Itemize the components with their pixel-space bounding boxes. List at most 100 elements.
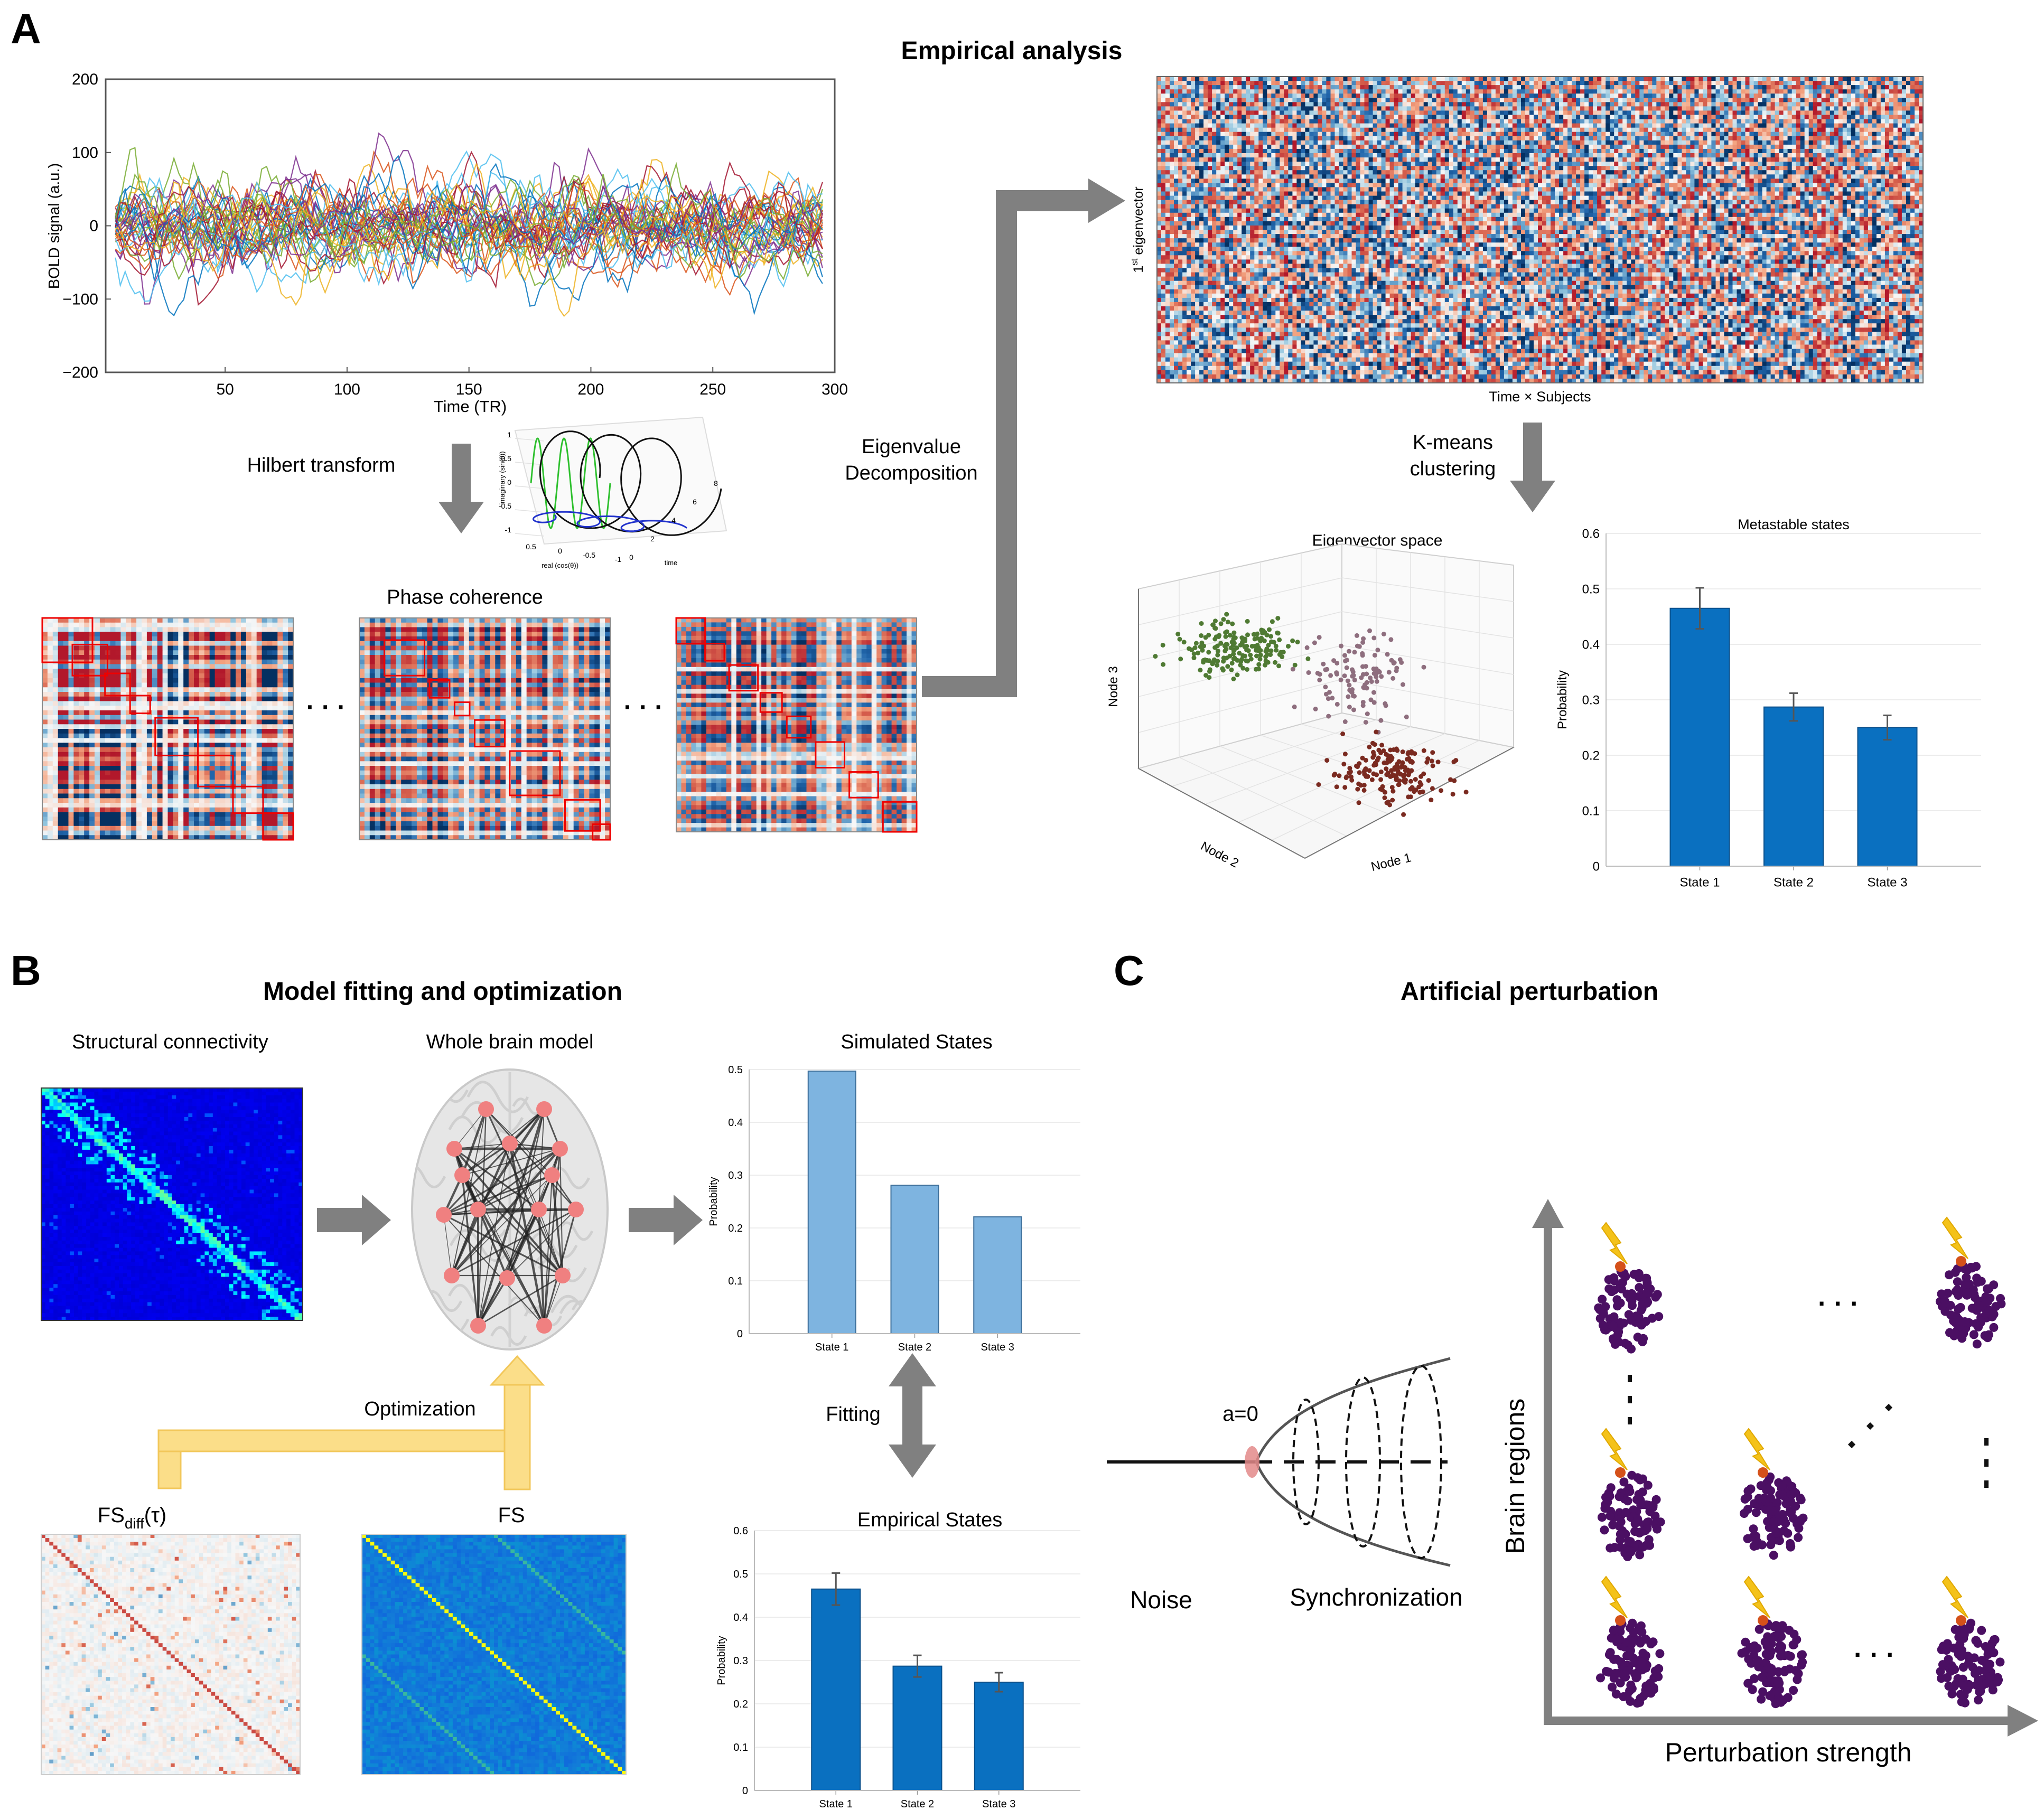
ellipsis-dot xyxy=(1628,1396,1632,1403)
brain-region xyxy=(1630,1270,1639,1279)
scatter-point xyxy=(1343,752,1348,756)
scatter-xlabel: Node 1 xyxy=(1369,850,1413,874)
scatter-point xyxy=(1344,774,1349,779)
bar-ytick-label: 0.3 xyxy=(728,1170,743,1181)
scatter-point xyxy=(1268,652,1273,657)
scatter-point xyxy=(1266,643,1271,648)
scatter-point xyxy=(1403,780,1407,785)
scatter-point xyxy=(1232,648,1237,652)
scatter-point xyxy=(1375,679,1379,684)
lightning-icon xyxy=(1602,1223,1627,1264)
brain-region xyxy=(1789,1686,1798,1695)
brain-node xyxy=(568,1202,584,1217)
fitting-double-arrow xyxy=(889,1353,936,1478)
scatter-point xyxy=(1256,662,1261,667)
scatter-point xyxy=(1364,664,1368,669)
scatter-point xyxy=(1280,654,1284,659)
brain-region xyxy=(1604,1275,1613,1284)
brain-region xyxy=(1772,1623,1781,1631)
brain-region xyxy=(1608,1521,1617,1530)
scatter-point xyxy=(1370,755,1375,760)
scatter-point xyxy=(1178,637,1182,642)
scatter-point xyxy=(1375,758,1380,763)
scatter-point xyxy=(1212,645,1217,650)
brain-region xyxy=(1974,1695,1983,1704)
scatter-point xyxy=(1374,729,1378,734)
bar xyxy=(893,1666,942,1790)
scatter-point xyxy=(1422,748,1426,753)
ellipsis-2: · · · xyxy=(624,693,664,721)
scatter-point xyxy=(1245,632,1250,637)
scatter-point xyxy=(1362,788,1367,793)
scatter-point xyxy=(1421,772,1426,776)
scatter-point xyxy=(1161,643,1165,648)
brain-region xyxy=(1754,1494,1763,1503)
bar-ytick-label: 0 xyxy=(1593,859,1600,874)
brain-region xyxy=(1765,1678,1774,1687)
brain-region xyxy=(1944,1682,1953,1691)
scatter-point xyxy=(1417,790,1422,795)
brain-region xyxy=(1786,1543,1795,1552)
brain-region xyxy=(1596,1673,1605,1682)
bar-ytick-label: 0.6 xyxy=(1582,527,1600,541)
scatter-point xyxy=(1231,677,1236,681)
bar-ytick-label: 0.1 xyxy=(1582,804,1600,818)
brain-region xyxy=(1633,1473,1642,1482)
scatter-point xyxy=(1367,629,1372,633)
phase-coherence-matrix-1 xyxy=(42,618,294,840)
sync-label: Synchronization xyxy=(1290,1583,1462,1611)
brain-region xyxy=(1966,1619,1975,1628)
brain-region-cluster xyxy=(1594,1223,1663,1354)
scatter-point xyxy=(1406,773,1411,777)
scatter-point xyxy=(1374,772,1379,777)
scatter-point xyxy=(1355,764,1360,769)
scatter-point xyxy=(1326,714,1331,719)
brain-node xyxy=(499,1270,515,1286)
brain-region xyxy=(1598,1295,1607,1304)
brain-region xyxy=(1983,1333,1992,1342)
bold-xtick-label: 300 xyxy=(822,381,848,398)
hilbert-transform-label: Hilbert transform xyxy=(247,454,396,476)
scatter-point xyxy=(1225,664,1230,669)
brain-region xyxy=(1641,1664,1650,1673)
brain-region xyxy=(1970,1330,1978,1339)
scatter-point xyxy=(1403,768,1408,773)
brain-region xyxy=(1775,1490,1784,1499)
bold-xtick-label: 100 xyxy=(334,381,360,398)
brain-region xyxy=(1946,1301,1955,1310)
bold-ytick-label: 100 xyxy=(72,144,98,162)
brain-region xyxy=(1612,1690,1621,1699)
scatter-point xyxy=(1334,661,1339,665)
brain-region xyxy=(1633,1515,1642,1524)
scatter-point xyxy=(1362,686,1367,690)
scatter-point xyxy=(1228,633,1233,637)
bar xyxy=(1670,608,1730,866)
scatter-point xyxy=(1324,758,1329,763)
scatter-point xyxy=(1305,657,1310,661)
bar-category-label: State 3 xyxy=(981,1342,1014,1353)
scatter-point xyxy=(1272,640,1276,645)
bar-ytick-label: 0.1 xyxy=(728,1276,743,1287)
brain-region xyxy=(1758,1541,1767,1550)
scatter-point xyxy=(1175,632,1180,636)
scatter-point xyxy=(1317,678,1322,682)
scatter-point xyxy=(1248,653,1253,658)
perturbed-region xyxy=(1956,1615,1966,1626)
scatter-point xyxy=(1385,652,1390,657)
brain-region xyxy=(1644,1481,1653,1490)
scatter-point xyxy=(1406,750,1411,755)
hilbert-inset-xtick: -0.5 xyxy=(583,551,595,559)
scatter-point xyxy=(1341,762,1346,766)
brain-region xyxy=(1613,1301,1622,1310)
scatter-point xyxy=(1364,766,1368,771)
ellipsis-dot xyxy=(1885,1404,1892,1411)
scatter-point xyxy=(1267,627,1272,632)
scatter-point xyxy=(1215,659,1220,663)
ellipsis-1: · · · xyxy=(306,693,346,721)
bold-ytick-label: −200 xyxy=(62,364,98,381)
brain-region xyxy=(1769,1506,1778,1515)
brain-region xyxy=(1977,1656,1986,1665)
brain-region xyxy=(1765,1691,1774,1700)
